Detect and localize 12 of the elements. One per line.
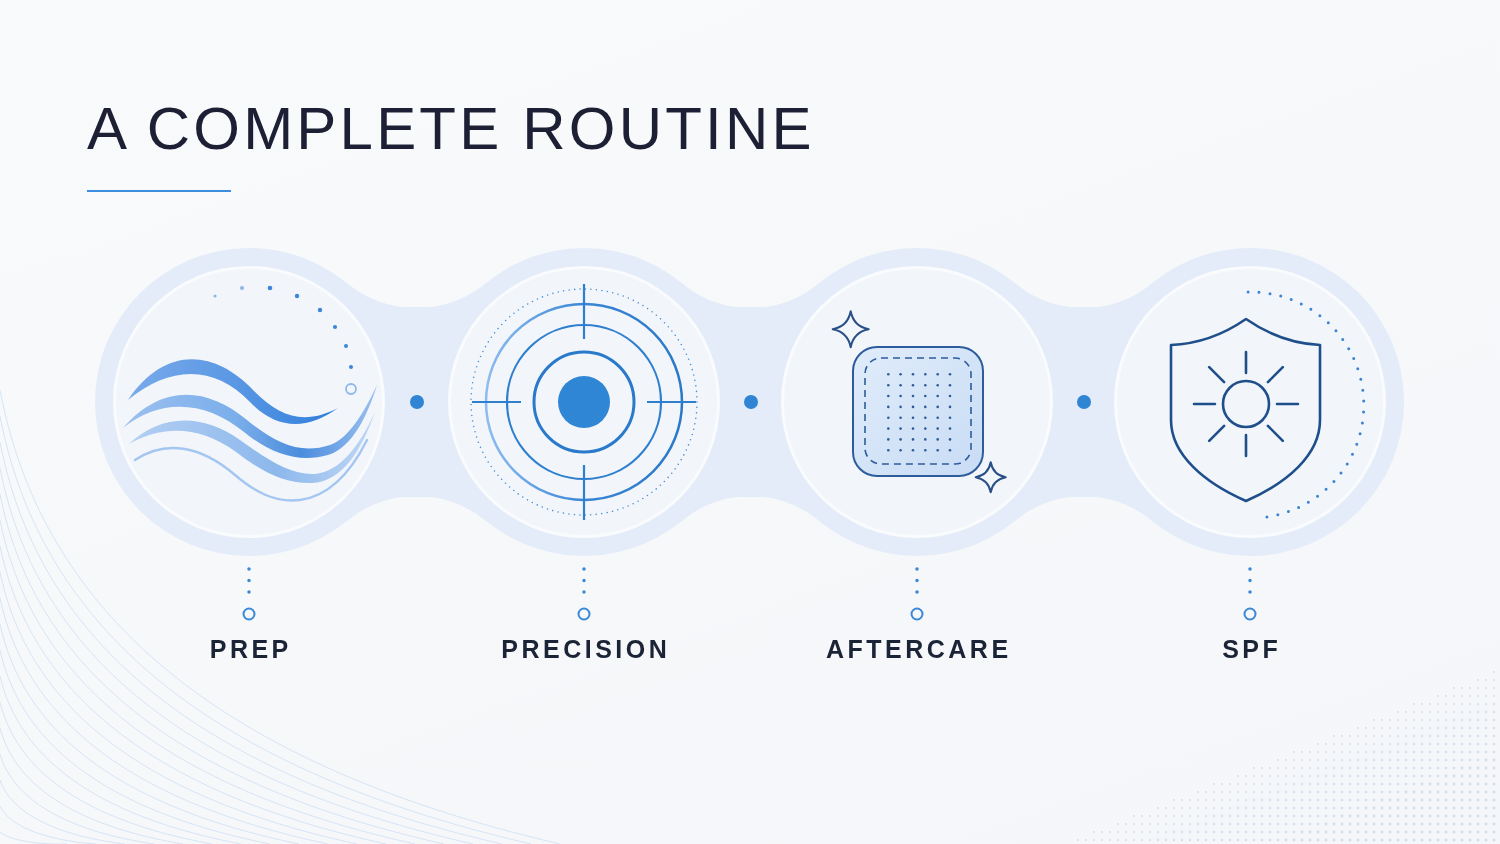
connector-band: [738, 307, 763, 497]
step-label: SPF: [1218, 636, 1282, 662]
connector-band: [1071, 307, 1096, 497]
step-circle: [430, 248, 738, 556]
step-label: PRECISION: [497, 636, 671, 662]
connector-band: [403, 307, 430, 497]
step-circle: [95, 248, 403, 556]
step-circle: [1096, 248, 1404, 556]
step-circle: [763, 248, 1071, 556]
step-label: AFTERCARE: [822, 636, 1012, 662]
step-label: PREP: [206, 636, 292, 662]
title: A COMPLETE ROUTINE: [87, 99, 815, 159]
